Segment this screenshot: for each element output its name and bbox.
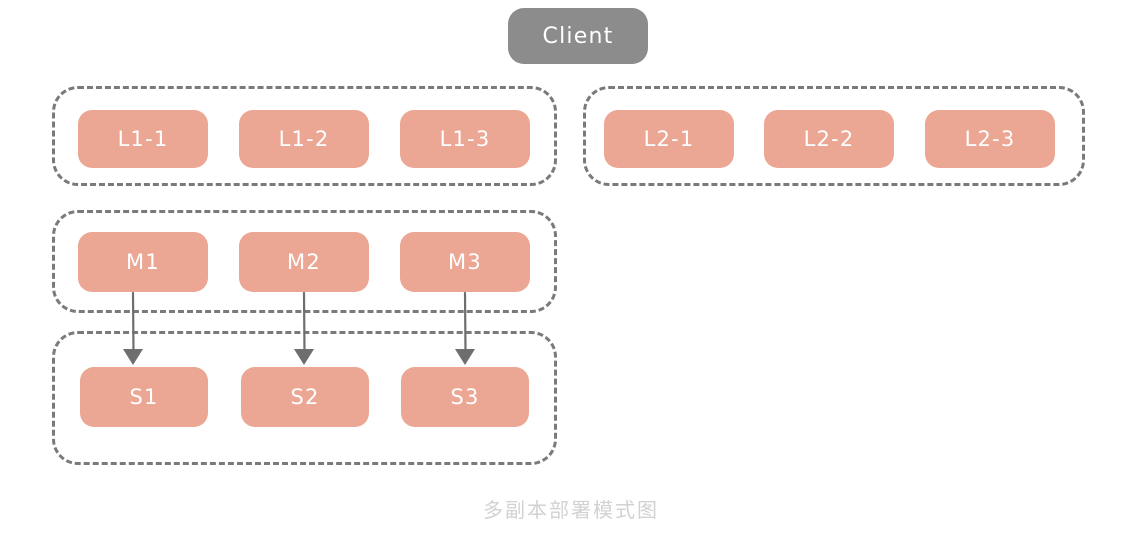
node-m3[interactable]: M3 [400, 232, 530, 292]
node-s2[interactable]: S2 [241, 367, 369, 427]
node-m2[interactable]: M2 [239, 232, 369, 292]
diagram-caption: 多副本部署模式图 [483, 498, 659, 522]
node-l2-2[interactable]: L2-2 [764, 110, 894, 168]
node-m1[interactable]: M1 [78, 232, 208, 292]
node-l1-2[interactable]: L1-2 [239, 110, 369, 168]
node-l1-1[interactable]: L1-1 [78, 110, 208, 168]
node-s1[interactable]: S1 [80, 367, 208, 427]
node-client[interactable]: Client [508, 8, 648, 64]
node-l2-3[interactable]: L2-3 [925, 110, 1055, 168]
node-l2-1[interactable]: L2-1 [604, 110, 734, 168]
group-l2 [583, 86, 1085, 186]
group-l1 [52, 86, 557, 186]
node-l1-3[interactable]: L1-3 [400, 110, 530, 168]
node-s3[interactable]: S3 [401, 367, 529, 427]
